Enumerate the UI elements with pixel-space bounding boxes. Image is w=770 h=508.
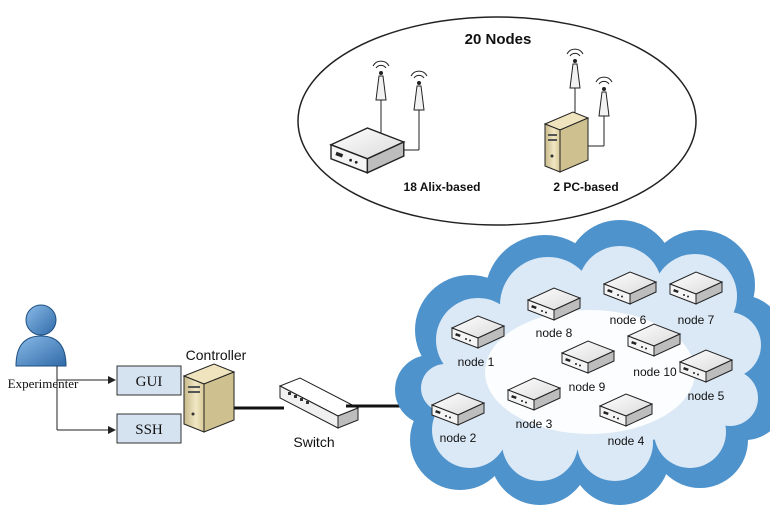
node-label: node 2 [440,431,477,445]
switch-label: Switch [293,434,334,450]
cloud-node-7: node 7 [669,271,723,327]
cloud-node-6: node 6 [603,271,657,327]
alix-label: 18 Alix-based [404,180,481,194]
node-types-group: 20 Nodes 18 Alix-based 2 [297,16,697,226]
cloud-node-2: node 2 [431,392,485,445]
node-label: node 9 [569,380,606,394]
controller-server-icon [182,363,236,433]
controller-label: Controller [186,347,247,363]
node-label: node 8 [536,326,573,340]
ssh-label: SSH [135,422,163,438]
experimenter-connectors [56,366,116,434]
gui-box[interactable]: GUI [116,365,182,396]
node-label: node 5 [688,389,725,403]
cloud-node-3: node 3 [507,377,561,431]
cloud-node-5: node 5 [679,349,733,403]
gui-label: GUI [136,374,163,390]
alix-device-icon [330,60,428,174]
node-types-ellipse [297,16,697,226]
ssh-box[interactable]: SSH [116,413,182,444]
node-label: node 10 [633,365,677,379]
cloud-node-1: node 1 [451,315,505,369]
node-label: node 4 [608,434,645,448]
cloud-node-9: node 9 [561,340,615,394]
pc-label: 2 PC-based [553,180,618,194]
group-title: 20 Nodes [465,31,532,48]
experimenter-icon [15,304,67,367]
node-label: node 7 [678,313,715,327]
cloud-node-10: node 10 [627,323,681,379]
cloud-node-8: node 8 [527,287,581,340]
pc-device-icon [543,48,613,173]
node-label: node 3 [516,417,553,431]
cloud-node-4: node 4 [599,393,653,448]
node-label: node 1 [458,355,495,369]
switch-icon [278,377,360,429]
node-label: node 6 [610,313,647,327]
experimenter-label: Experimenter [8,376,79,391]
cloud-nodes: node 1 node 2 node 3 node 4 node 5 node 6 node… [431,271,733,448]
